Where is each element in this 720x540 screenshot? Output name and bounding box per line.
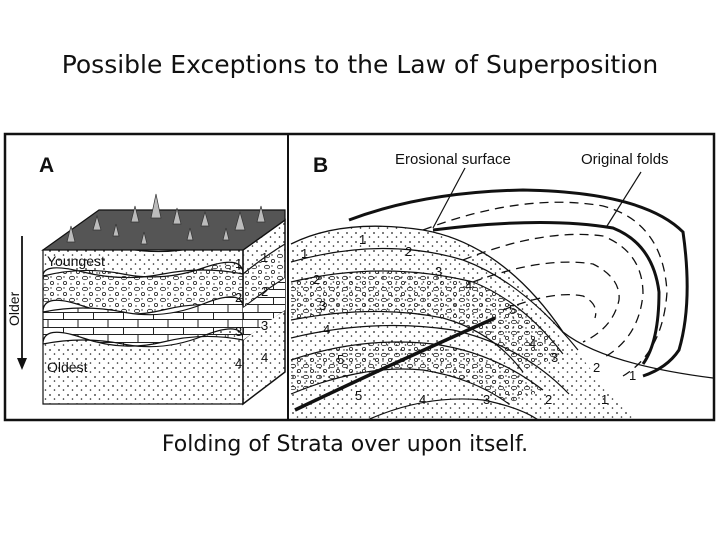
restored-fold-inner bbox=[432, 220, 661, 365]
restored-fold-outline bbox=[348, 188, 689, 378]
b-right-number: 1 bbox=[629, 368, 636, 383]
b-lower-number: 4 bbox=[419, 392, 426, 407]
b-left-number: 2 bbox=[313, 272, 320, 287]
surface-spikes bbox=[66, 193, 266, 245]
b-lower-number: 1 bbox=[601, 392, 608, 407]
b-left-number: 1 bbox=[301, 246, 308, 261]
youngest-label: Youngest bbox=[47, 253, 105, 269]
panel-a-block-diagram bbox=[17, 193, 286, 406]
figure-caption: Folding of Strata over upon itself. bbox=[161, 432, 529, 457]
a-side-number: 2 bbox=[261, 284, 268, 299]
b-right-number: 4 bbox=[529, 336, 536, 351]
panel-b-letter: B bbox=[313, 154, 328, 177]
a-side-number: 1 bbox=[261, 250, 268, 265]
stratum-4-oldest bbox=[42, 328, 244, 405]
a-front-number: 3 bbox=[235, 324, 242, 339]
erosional-surface-line bbox=[290, 225, 713, 379]
superposition-figure: A Older Youngest Oldest 1 2 3 4 1 2 3 4 bbox=[3, 132, 716, 422]
original-folds-label: Original folds bbox=[581, 151, 669, 168]
a-front-number: 2 bbox=[235, 290, 242, 305]
a-side-number: 4 bbox=[261, 350, 268, 365]
oldest-label: Oldest bbox=[47, 359, 88, 375]
b-right-number: 2 bbox=[593, 360, 600, 375]
b-left-number: 4 bbox=[323, 322, 330, 337]
panel-b-fold-diagram bbox=[290, 167, 713, 419]
b-right-number: 3 bbox=[551, 350, 558, 365]
b-upper-number: 3 bbox=[435, 264, 442, 279]
b-left-number: 3 bbox=[319, 298, 326, 313]
b-upper-number: 2 bbox=[405, 244, 412, 259]
b-upper-number: 4 bbox=[465, 278, 472, 293]
b-lower-number: 5 bbox=[355, 388, 362, 403]
panel-a-letter: A bbox=[39, 154, 54, 177]
folds-pointer bbox=[606, 171, 642, 227]
erosional-surface-label: Erosional surface bbox=[395, 151, 511, 168]
b-lower-number: 3 bbox=[483, 392, 490, 407]
a-front-number: 1 bbox=[235, 256, 242, 271]
slide-title: Possible Exceptions to the Law of Superp… bbox=[61, 50, 659, 79]
b-lower-number: 2 bbox=[545, 392, 552, 407]
b-left-number: 5 bbox=[337, 352, 344, 367]
erosional-pointer bbox=[432, 167, 466, 229]
b-upper-number: 5 bbox=[509, 302, 516, 317]
a-front-number: 4 bbox=[235, 356, 242, 371]
original-fold-lines bbox=[422, 201, 668, 377]
a-side-number: 3 bbox=[261, 318, 268, 333]
buried-contact-line bbox=[294, 316, 496, 412]
older-axis-label: Older bbox=[6, 291, 22, 326]
b-upper-number: 1 bbox=[359, 232, 366, 247]
